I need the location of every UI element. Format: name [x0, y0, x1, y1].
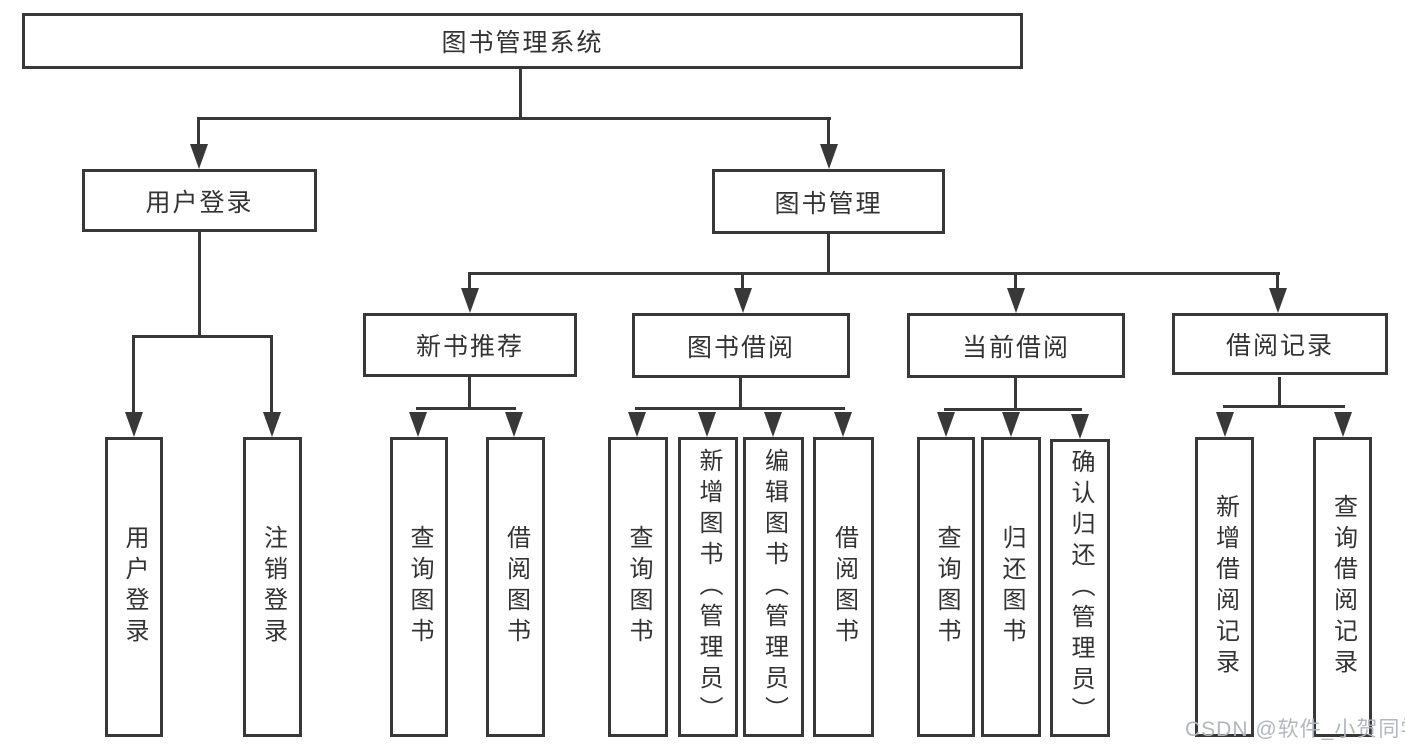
arrowhead-leaf-confirm-return — [1071, 414, 1089, 439]
node-root-system-label: 图书管理系统 — [441, 29, 604, 57]
node-leaf-borrow-book-b-label: 借阅图书 — [830, 525, 858, 649]
connector-user-login-rail — [132, 335, 273, 338]
node-leaf-confirm-return: 确认归还（管理员） — [1050, 439, 1110, 737]
connector-root-drop-book-mgmt — [827, 120, 830, 146]
node-leaf-add-book-label: 新增图书（管理员） — [695, 447, 722, 727]
connector-user-login-stem — [198, 232, 201, 335]
node-leaf-query-book-c-label: 查询图书 — [933, 525, 960, 649]
connector-root-rail — [197, 117, 831, 120]
arrowhead-leaf-borrow-book-b — [834, 412, 852, 437]
connector-root-stem — [519, 69, 522, 117]
node-leaf-add-record-label: 新增借阅记录 — [1211, 494, 1239, 680]
arrowhead-leaf-query-book-a — [409, 412, 427, 437]
node-leaf-query-book-b: 查询图书 — [608, 437, 668, 737]
node-root-system: 图书管理系统 — [22, 13, 1023, 69]
arrowhead-book-mgmt — [820, 144, 838, 169]
node-leaf-return-book: 归还图书 — [981, 437, 1041, 737]
arrowhead-leaf-borrow-book-a — [505, 412, 523, 437]
node-borrow-record-label: 借阅记录 — [1225, 332, 1334, 360]
arrowhead-leaf-query-record — [1334, 412, 1352, 437]
arrowhead-current-borrow — [1007, 288, 1025, 313]
connector-borrow-record-stem — [1278, 377, 1281, 405]
connector-current-borrow-stem — [1014, 377, 1017, 408]
node-leaf-query-book-a-label: 查询图书 — [406, 525, 433, 649]
arrowhead-leaf-add-book — [698, 412, 716, 437]
connector-book-mgmt-stem — [827, 234, 830, 272]
arrowhead-leaf-query-book-c — [937, 412, 955, 437]
node-leaf-logout-label: 注销登录 — [259, 525, 287, 649]
node-book-mgmt-label: 图书管理 — [774, 189, 883, 218]
node-user-login: 用户登录 — [82, 169, 317, 232]
node-leaf-query-book-a: 查询图书 — [390, 437, 448, 737]
node-new-book-rec: 新书推荐 — [363, 313, 577, 377]
node-leaf-user-login: 用户登录 — [105, 437, 163, 737]
node-borrow-record: 借阅记录 — [1172, 313, 1388, 375]
node-leaf-edit-book-label: 编辑图书（管理员） — [760, 447, 788, 727]
connector-new-book-rec-stem — [468, 377, 471, 407]
node-leaf-query-book-c: 查询图书 — [917, 437, 975, 737]
connector-drop-current-borrow — [1014, 275, 1017, 289]
node-current-borrow-label: 当前借阅 — [961, 333, 1070, 362]
node-leaf-logout: 注销登录 — [243, 437, 302, 737]
arrowhead-borrow-record — [1269, 288, 1287, 313]
connector-drop-new-book-rec — [468, 275, 471, 289]
node-leaf-borrow-book-a-label: 借阅图书 — [502, 525, 530, 649]
node-leaf-query-record: 查询借阅记录 — [1313, 437, 1372, 737]
arrowhead-leaf-logout — [263, 412, 281, 437]
arrowhead-leaf-login — [125, 412, 143, 437]
arrowhead-book-borrow — [734, 288, 752, 313]
arrowhead-leaf-query-book-b — [628, 412, 646, 437]
node-leaf-borrow-book-b: 借阅图书 — [813, 437, 874, 737]
connector-book-borrow-rail — [635, 407, 845, 410]
node-book-borrow-label: 图书借阅 — [686, 333, 795, 362]
connector-root-drop-user-login — [197, 120, 200, 146]
node-leaf-query-book-b-label: 查询图书 — [625, 525, 652, 649]
connector-drop-leaf-login — [132, 338, 135, 412]
connector-drop-book-borrow — [741, 275, 744, 289]
connector-drop-leaf-logout — [270, 338, 273, 412]
arrowhead-new-book-rec — [461, 288, 479, 313]
node-leaf-query-record-label: 查询借阅记录 — [1329, 494, 1357, 680]
connector-borrow-record-rail — [1223, 405, 1345, 408]
node-leaf-return-book-label: 归还图书 — [998, 525, 1025, 649]
node-leaf-add-book: 新增图书（管理员） — [678, 437, 738, 737]
node-user-login-label: 用户登录 — [145, 188, 254, 217]
connector-new-book-rec-rail — [416, 407, 516, 410]
node-leaf-borrow-book-a: 借阅图书 — [486, 437, 545, 737]
node-current-borrow: 当前借阅 — [907, 313, 1125, 378]
node-leaf-user-login-label: 用户登录 — [121, 525, 148, 649]
node-book-borrow: 图书借阅 — [632, 313, 850, 378]
connector-book-mgmt-rail — [468, 272, 1280, 275]
arrowhead-user-login — [190, 144, 208, 169]
arrowhead-leaf-edit-book — [764, 412, 782, 437]
node-new-book-rec-label: 新书推荐 — [415, 333, 524, 361]
connector-book-borrow-stem — [739, 377, 742, 407]
connector-drop-borrow-record — [1276, 275, 1279, 289]
node-leaf-add-record: 新增借阅记录 — [1195, 437, 1254, 737]
node-book-mgmt: 图书管理 — [712, 169, 945, 234]
connector-current-borrow-rail — [944, 408, 1082, 411]
node-leaf-edit-book: 编辑图书（管理员） — [743, 437, 804, 737]
node-leaf-confirm-return-label: 确认归还（管理员） — [1067, 448, 1094, 728]
arrowhead-leaf-add-record — [1216, 412, 1234, 437]
csdn-watermark: CSDN @软件_小贺同学 — [1185, 718, 1405, 741]
arrowhead-leaf-return-book — [1002, 412, 1020, 437]
